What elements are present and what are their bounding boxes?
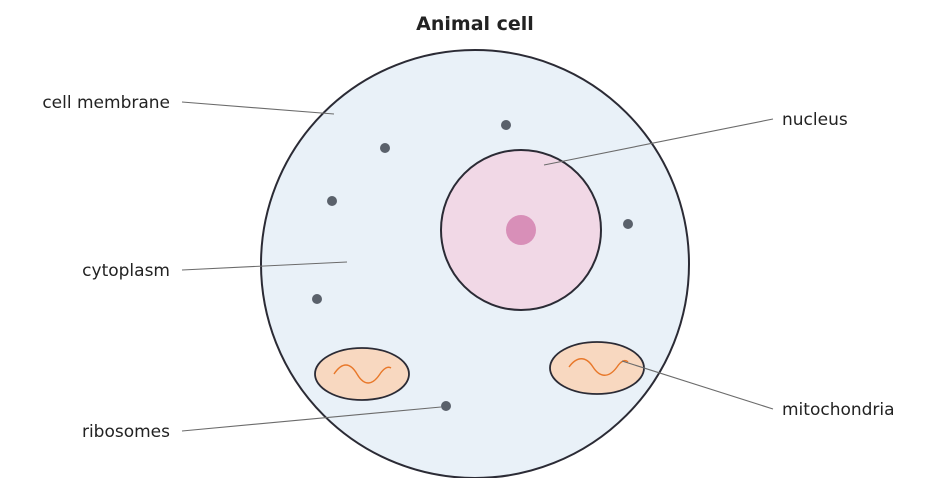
diagram-title: Animal cell — [416, 13, 534, 35]
ribosome — [623, 219, 633, 229]
cell-membrane-label: cell membrane — [42, 93, 170, 113]
ribosome — [380, 143, 390, 153]
cytoplasm-label: cytoplasm — [82, 261, 170, 281]
mitochondrion-right — [550, 342, 644, 394]
ribosome — [441, 401, 451, 411]
cell-membrane-leader — [182, 102, 334, 114]
mitochondrion-left — [315, 348, 409, 400]
ribosome — [327, 196, 337, 206]
ribosomes-label: ribosomes — [82, 422, 170, 442]
mitochondria-label: mitochondria — [782, 400, 895, 420]
ribosome — [501, 120, 511, 130]
nucleus-label: nucleus — [782, 110, 848, 130]
nucleolus — [506, 215, 536, 245]
ribosome — [312, 294, 322, 304]
